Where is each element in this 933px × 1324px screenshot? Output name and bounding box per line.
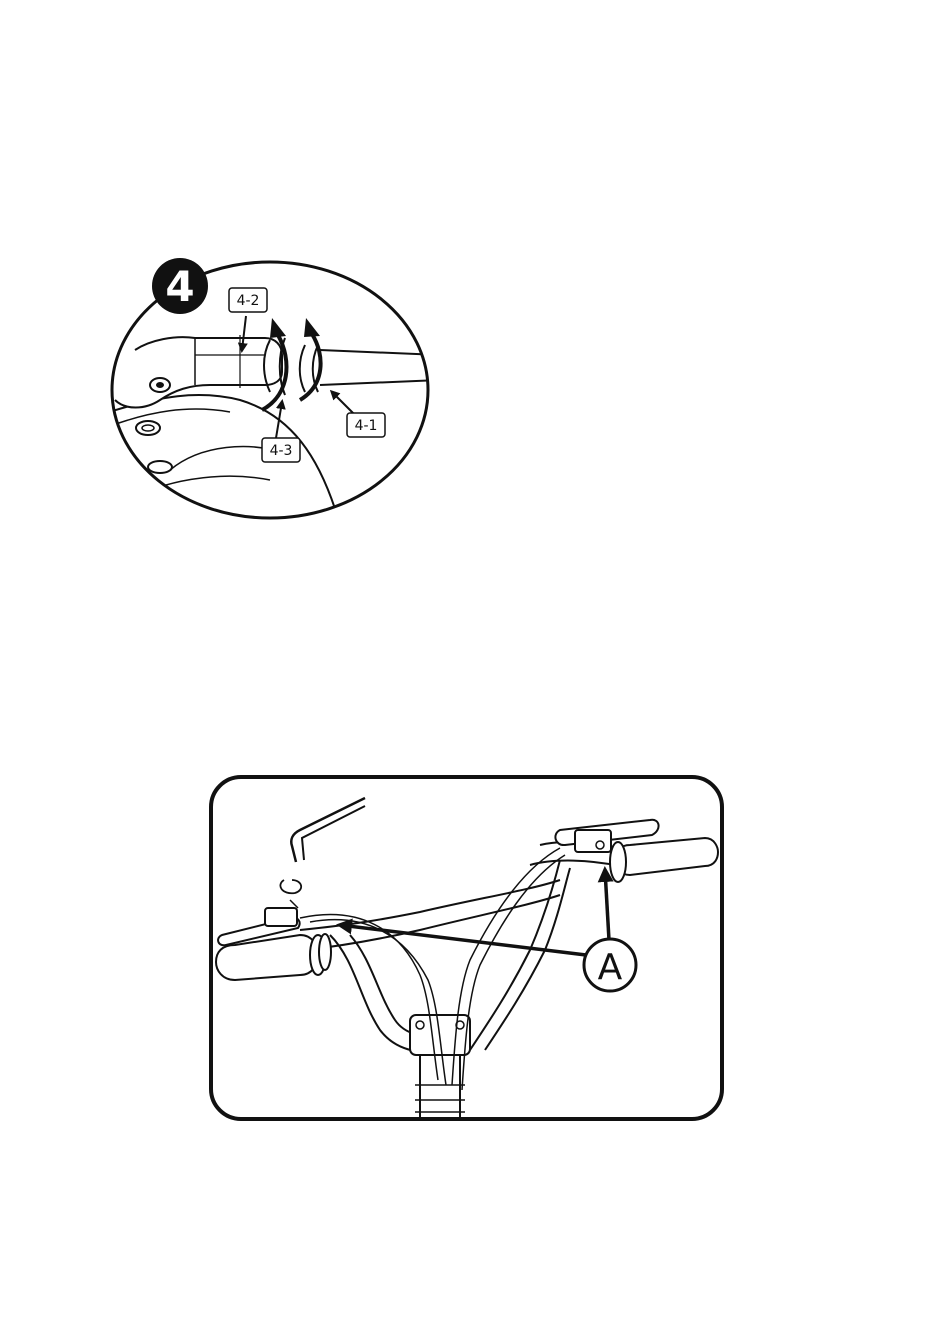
brake-lever-detail-drawing [100,335,440,525]
callout-4-3-label: 4-3 [270,443,293,459]
handlebar-figure: A [205,770,730,1125]
callout-4-2: 4-2 [229,288,267,312]
callout-a-label: A [598,947,623,988]
handlebar-drawing [216,798,718,1119]
callout-4-3: 4-3 [262,438,300,462]
step-number: 4 [165,262,194,311]
callout-a: A [584,939,636,991]
step-4-detail-figure: 4 4-2 4-3 4-1 [100,245,445,525]
callout-4-2-label: 4-2 [237,293,260,309]
step-badge: 4 [152,258,208,314]
callout-a-leaders [340,870,609,955]
callout-4-1-label: 4-1 [355,418,378,434]
callout-4-1: 4-1 [347,413,385,437]
